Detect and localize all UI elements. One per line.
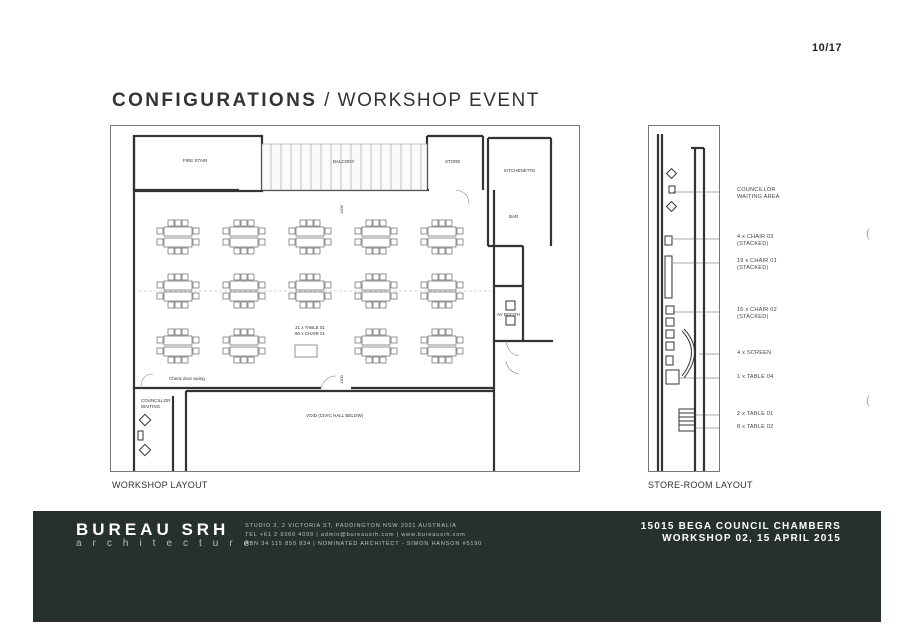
contact-address: STUDIO 3, 2 VICTORIA ST, PADDINGTON NSW … [245, 523, 457, 529]
project-title: 15015 BEGA COUNCIL CHAMBERS [640, 521, 841, 532]
label-av-booth: AV BOOTH [497, 312, 520, 317]
store-room-drawing [656, 134, 719, 471]
label-void: VOID (CIVIC HALL BELOW) [306, 413, 364, 418]
table-group [354, 273, 398, 309]
page-title: CONFIGURATIONS / WORKSHOP EVENT [112, 90, 540, 112]
label-store: STORE [445, 159, 460, 164]
contact-phone-email: TEL +61 2 9360 4099 | admin@bureausrh.co… [245, 532, 466, 538]
callout-chair-02: 15 x CHAIR 02 (STACKED) [737, 307, 777, 320]
store-room-plan [648, 125, 720, 472]
workshop-plan-drawing: FIRE STAIR BALCONY STORE KITCHENETTE BAR… [132, 134, 553, 471]
table-group [222, 219, 266, 255]
label-dim-top: 1300 [339, 204, 344, 214]
title-main: CONFIGURATIONS [112, 90, 318, 111]
table-group [156, 219, 200, 255]
project-workshop-date: WORKSHOP 02, 15 APRIL 2015 [662, 533, 841, 544]
label-fire-stair: FIRE STAIR [183, 158, 208, 163]
table-group [420, 219, 464, 255]
callout-chair-03: 4 x CHAIR 03 (STACKED) [737, 234, 774, 247]
table-group [288, 273, 332, 309]
title-sub: / WORKSHOP EVENT [317, 90, 540, 111]
callout-table-01: 2 x TABLE 01 [737, 411, 774, 417]
table-group [156, 273, 200, 309]
table-group [354, 328, 398, 364]
workshop-floor-plan: FIRE STAIR BALCONY STORE KITCHENETTE BAR… [110, 125, 580, 472]
footer-banner: BUREAU SRH architecture STUDIO 3, 2 VICT… [33, 511, 881, 622]
balcony-hatch [261, 143, 428, 191]
waiting-chairs [137, 413, 152, 457]
label-balcony: BALCONY [333, 159, 355, 164]
callout-leaders [673, 191, 719, 429]
table-long [294, 344, 318, 358]
label-councillor: COUNCILLOR [141, 398, 171, 403]
table-group [156, 328, 200, 364]
table-group [420, 273, 464, 309]
store-furniture [664, 167, 696, 432]
callout-chair-01: 19 x CHAIR 01 (STACKED) [737, 258, 777, 271]
label-furniture-2: 90 x CHAIR 01 [295, 331, 326, 336]
label-kitchenette: KITCHENETTE [504, 168, 535, 173]
callout-councillor-waiting: COUNCILLOR WAITING AREA [737, 187, 780, 200]
callout-screen: 4 x SCREEN [737, 350, 772, 356]
store-room-layout-caption: STORE-ROOM LAYOUT [648, 480, 753, 490]
label-check-door: Check door swing [169, 376, 205, 381]
label-furniture-1: 31 x TABLE 01 [295, 325, 325, 330]
page-number: 10/17 [812, 42, 843, 54]
callout-table-02: 8 x TABLE 02 [737, 424, 774, 430]
scan-mark-1: ( [866, 226, 870, 240]
table-group [222, 273, 266, 309]
door-swings [140, 189, 520, 389]
brand-subtitle: architecture [76, 538, 261, 549]
table-groups [156, 219, 464, 364]
table-group [288, 219, 332, 255]
av-booth-chairs [505, 300, 516, 326]
callout-table-04: 1 x TABLE 04 [737, 374, 774, 380]
table-group [222, 328, 266, 364]
table-group [354, 219, 398, 255]
store-walls [656, 134, 706, 471]
label-dim-bottom: 1300 [339, 374, 344, 384]
scan-mark-2: ( [866, 393, 870, 407]
label-bar: BAR [509, 214, 519, 219]
table-group [420, 328, 464, 364]
brand-name: BUREAU SRH [76, 520, 230, 539]
workshop-layout-caption: WORKSHOP LAYOUT [112, 480, 208, 490]
contact-abn: ABN 34 115 850 834 | NOMINATED ARCHITECT… [245, 541, 483, 547]
label-waiting: WAITING [141, 404, 161, 409]
